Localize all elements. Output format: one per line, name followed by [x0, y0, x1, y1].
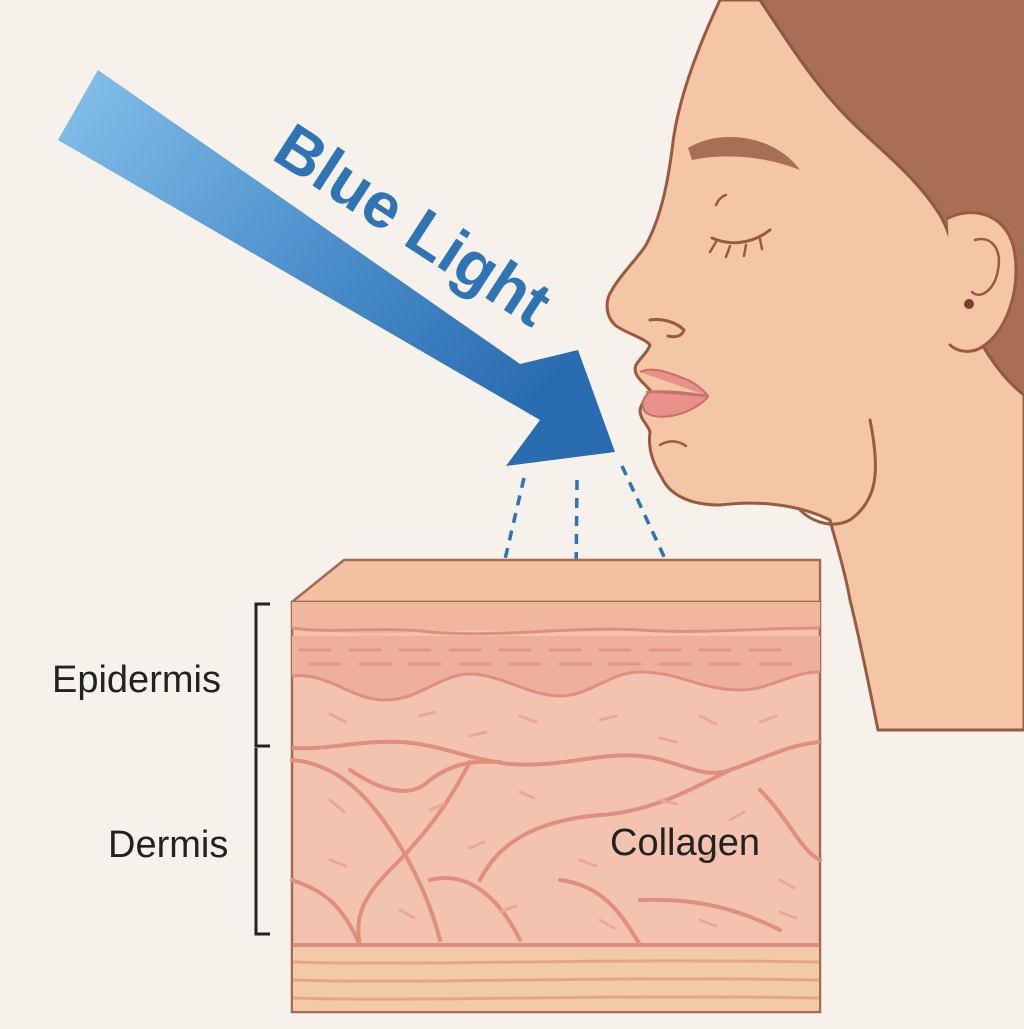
lip-line: [645, 390, 709, 397]
ray-right: [620, 465, 740, 717]
epidermis-line-1: [291, 626, 821, 636]
earring-icon: [964, 299, 974, 309]
blue-light-arrow: [58, 70, 615, 466]
closed-eye-icon: [710, 228, 772, 245]
collagen-label: Collagen: [610, 822, 760, 864]
arrow-icon: [58, 70, 615, 466]
epidermis-label: Epidermis: [52, 659, 221, 701]
eyebrow: [688, 136, 800, 170]
ear-inner: [970, 237, 1001, 296]
chin-crease: [658, 440, 688, 448]
epidermis-line-2: [291, 670, 821, 702]
ear-icon: [946, 211, 1018, 353]
dermis-bracket: [254, 748, 270, 936]
skin-block-top: [290, 558, 822, 604]
stratum-corneum: [292, 602, 820, 634]
dermis-label: Dermis: [108, 824, 228, 866]
hair: [760, 0, 1024, 395]
epidermis-band: [292, 636, 820, 700]
skin-cross-section: [290, 558, 822, 1014]
epidermis-dashes: [298, 648, 792, 666]
collagen-fibers: [290, 758, 822, 947]
face-profile-icon: [605, 0, 1024, 732]
nostril: [648, 318, 686, 339]
eyelashes: [708, 237, 764, 259]
dermis-dashes: [328, 790, 798, 930]
jaw-line: [798, 418, 877, 526]
eyelid-crease: [714, 193, 728, 207]
epidermis-bracket: [254, 602, 270, 748]
upper-dermis-dashes: [328, 710, 778, 744]
layer-brackets: [254, 602, 270, 936]
